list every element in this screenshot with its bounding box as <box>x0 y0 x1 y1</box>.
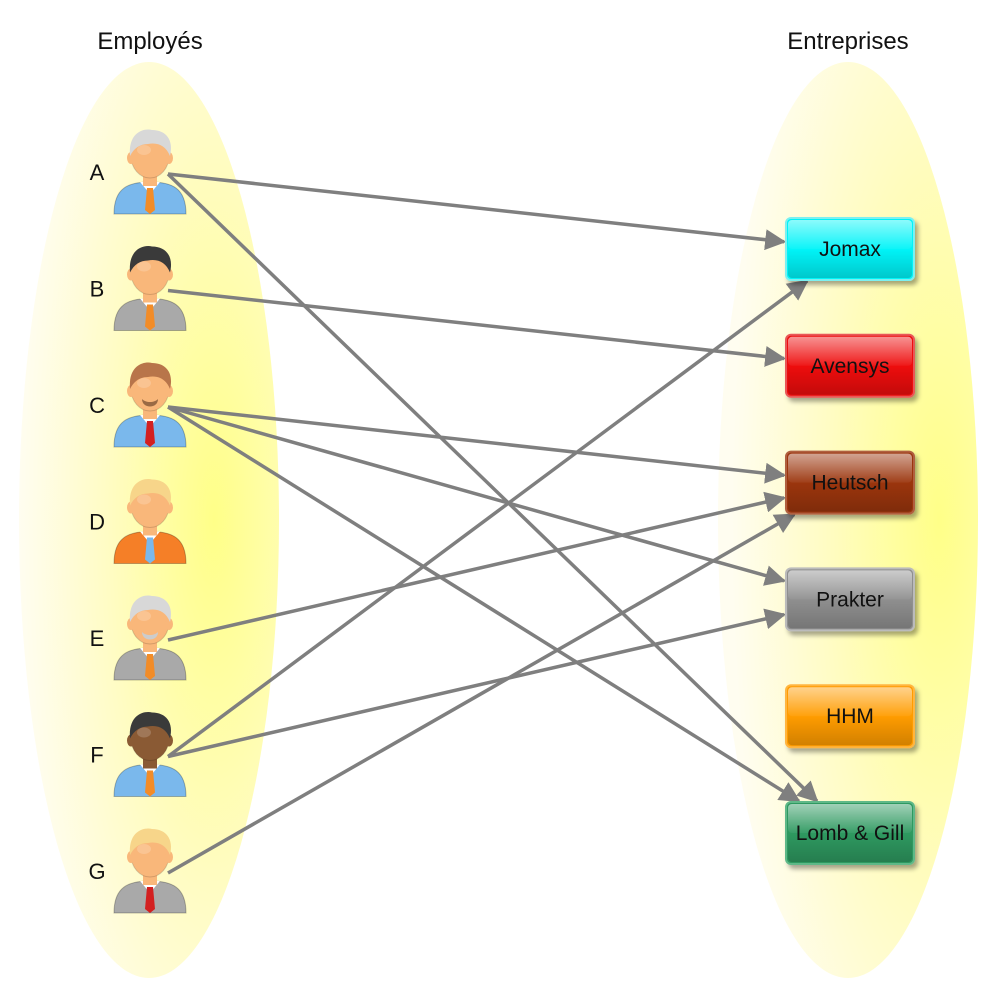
relation-arrow-C-prakter <box>167 405 787 586</box>
companies-set <box>718 62 978 978</box>
company-box <box>785 333 915 398</box>
company-jomax: Jomax <box>785 217 915 281</box>
company-label: Heutsch <box>811 472 888 495</box>
company-box <box>785 450 915 515</box>
company-label: HHM <box>826 705 874 728</box>
company-prakter: Prakter <box>785 567 915 632</box>
person-icon <box>113 362 187 448</box>
employee-E: E <box>90 595 187 681</box>
relation-arrow-E-heutsch <box>167 491 787 642</box>
company-box <box>785 684 915 749</box>
relation-arrow-B-avensys <box>167 288 787 367</box>
relation-arrow-F-jomax <box>166 279 809 758</box>
employee-list: A B C D E F G <box>88 129 187 914</box>
employee-label: E <box>90 626 105 651</box>
company-heutsch: Heutsch <box>785 450 915 515</box>
person-icon <box>113 129 187 215</box>
employee-F: F <box>90 712 187 797</box>
companies-title: Entreprises <box>787 28 908 55</box>
person-icon <box>113 712 187 797</box>
company-label: Jomax <box>819 238 881 261</box>
relation-arrow-C-heutsch <box>167 405 787 484</box>
employee-label: G <box>88 859 105 884</box>
employee-label: A <box>90 160 105 185</box>
employee-B: B <box>90 246 187 331</box>
relation-arrow-C-lomb <box>167 405 801 803</box>
person-icon <box>113 828 187 914</box>
company-box <box>785 217 915 281</box>
employee-label: B <box>90 277 105 302</box>
employees-title: Employés <box>97 28 202 55</box>
company-label: Prakter <box>816 588 884 611</box>
employee-G: G <box>88 828 187 914</box>
employee-C: C <box>89 362 187 448</box>
person-icon <box>113 246 187 331</box>
relation-arrow-A-lomb <box>166 172 819 803</box>
person-icon <box>113 479 187 564</box>
company-lomb: Lomb & Gill <box>785 801 915 865</box>
relation-arrow-G-heutsch <box>167 513 797 875</box>
employee-A: A <box>90 129 187 215</box>
company-box <box>785 567 915 632</box>
employee-label: D <box>89 510 105 535</box>
company-box <box>785 801 915 865</box>
person-icon <box>113 595 187 681</box>
company-label: Lomb & Gill <box>796 822 905 845</box>
company-hhm: HHM <box>785 684 915 749</box>
employee-label: F <box>90 743 103 768</box>
relation-arrow-F-prakter <box>167 608 787 759</box>
relation-arrows <box>166 172 819 875</box>
employee-label: C <box>89 393 105 418</box>
company-label: Avensys <box>811 355 890 378</box>
company-avensys: Avensys <box>785 333 915 398</box>
relation-arrow-A-jomax <box>167 172 787 251</box>
employee-D: D <box>89 479 187 564</box>
